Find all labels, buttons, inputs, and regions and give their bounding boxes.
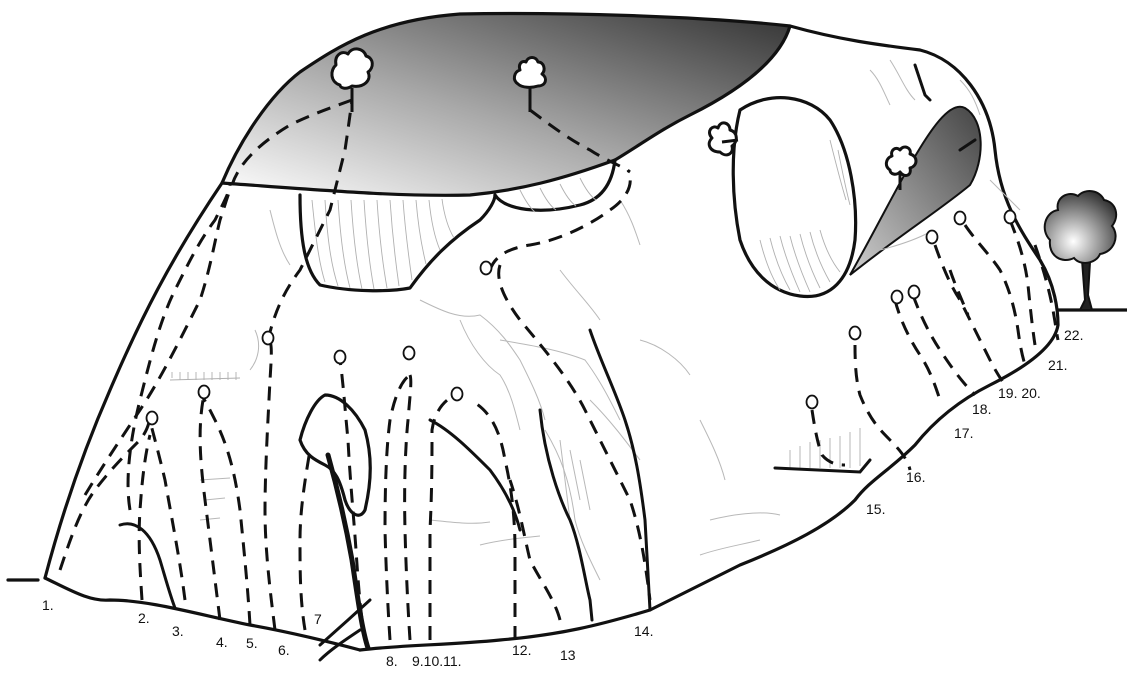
pillar-hatching: [760, 140, 850, 292]
route-label-13: 13: [560, 647, 576, 663]
tree-icon: [709, 123, 738, 155]
route-label-12: 12.: [512, 642, 531, 658]
roof-hatching: [170, 178, 860, 468]
route-label-2: 2.: [138, 610, 150, 626]
ground-line: [45, 578, 360, 650]
route-label-1: 1.: [42, 597, 54, 613]
right-shaded-slab: [850, 107, 981, 275]
route-label-17: 17.: [954, 425, 973, 441]
route-label-4: 4.: [216, 634, 228, 650]
route-label-16: 16.: [906, 469, 925, 485]
route-label-8: 8.: [386, 653, 398, 669]
route-label-14: 14.: [634, 623, 653, 639]
chimney-outline: [300, 395, 370, 515]
route-label-9-11: 9.10.11.: [412, 653, 462, 669]
route-label-3: 3.: [172, 623, 184, 639]
route-label-22: 22.: [1064, 327, 1083, 343]
pillar-flake: [733, 98, 855, 297]
route-labels: 1. 2. 3. 4. 5. 6. 7 8. 9.10.11. 12. 13 1…: [42, 327, 1083, 669]
route-label-6: 6.: [278, 642, 290, 658]
route-label-18: 18.: [972, 401, 991, 417]
route-label-7: 7: [314, 611, 322, 627]
route-label-19-20: 19. 20.: [998, 385, 1041, 401]
route-label-21: 21.: [1048, 357, 1067, 373]
route-label-15: 15.: [866, 501, 885, 517]
tree-icon: [1045, 191, 1116, 310]
route-label-5: 5.: [246, 635, 258, 651]
summit-shaded-area: [222, 14, 790, 196]
